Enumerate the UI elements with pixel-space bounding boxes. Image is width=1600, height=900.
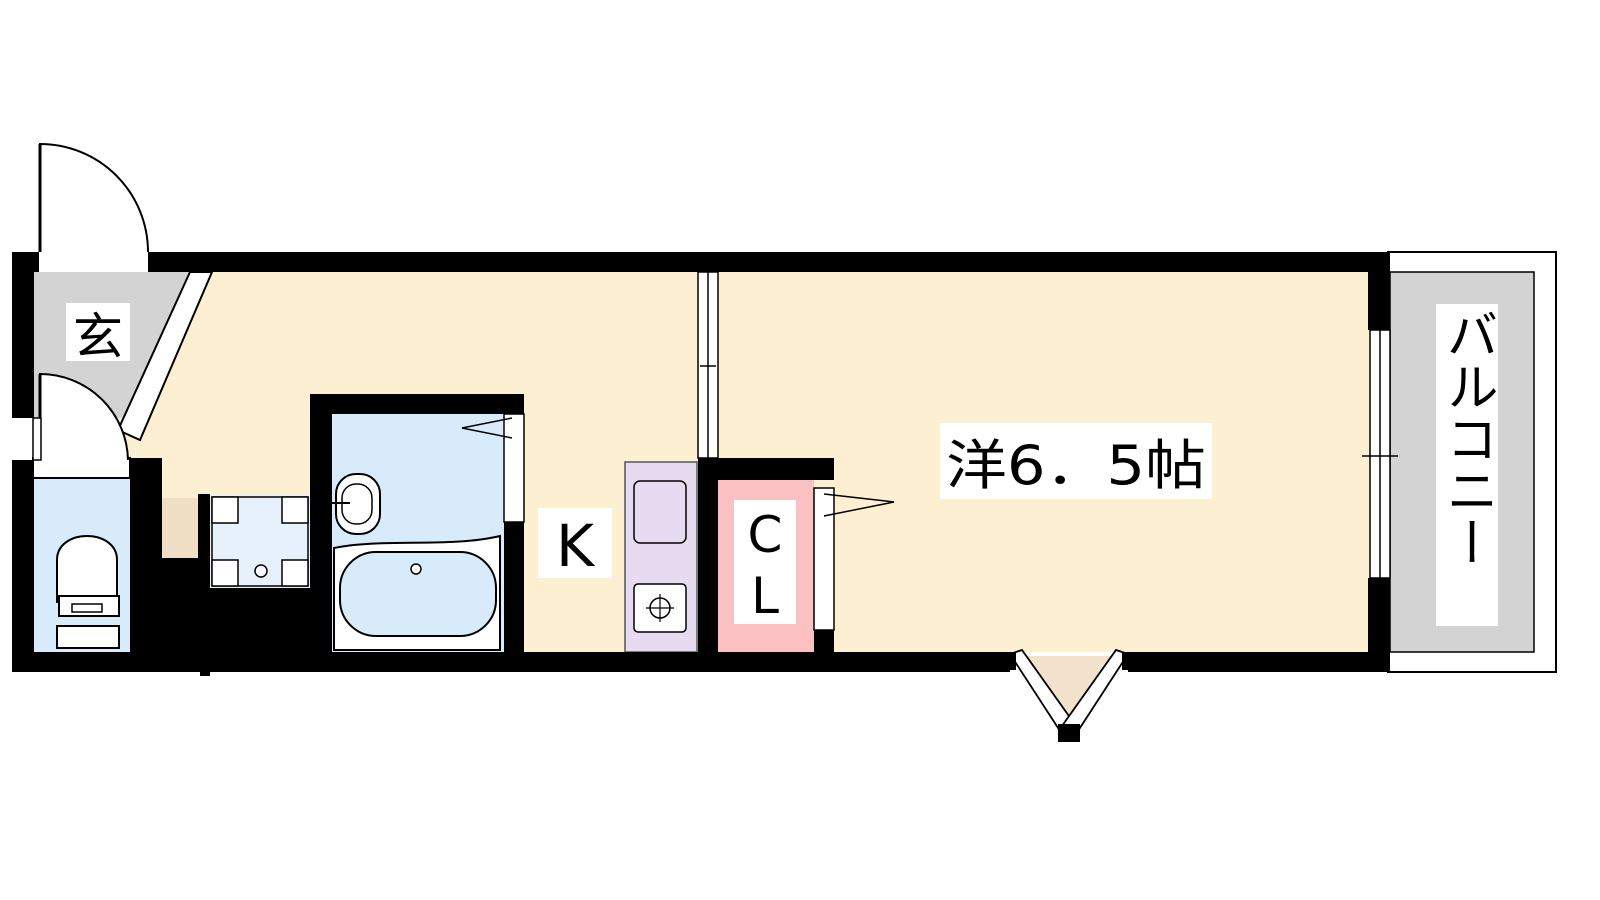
toilet-top-sill: [32, 457, 131, 479]
washer-drain-icon: [254, 564, 268, 578]
entrance-door-swing: [39, 142, 149, 253]
sink-icon: [633, 480, 687, 544]
toilet-bowl-icon: [56, 535, 118, 603]
bathtub-icon: [339, 551, 497, 637]
wall-bottom-right: [1128, 652, 1390, 672]
closet-door-icon: [823, 493, 895, 517]
bathroom-door-frame: [503, 413, 525, 523]
wall-right-upper: [1368, 252, 1390, 330]
closet-label-bg: [734, 500, 796, 624]
kitchen-label-bg: [538, 508, 612, 578]
bathroom-wall-right: [504, 522, 524, 672]
balcony-label: バルコニー: [1437, 308, 1497, 568]
bathroom-door-icon: [461, 417, 513, 439]
bay-window-tip: [1058, 724, 1080, 742]
closet-wall-top: [698, 458, 834, 480]
bathroom-wall-left: [310, 394, 332, 594]
kitchen-label: K: [556, 512, 596, 580]
toilet-wall-right: [130, 458, 162, 672]
wall-block-washroom: [198, 588, 332, 672]
closet-label-bottom: L: [751, 567, 779, 625]
closet-wall-left: [698, 458, 718, 672]
toilet-frame-strip: [32, 417, 42, 461]
bathtub-drain-icon: [410, 563, 422, 575]
bathroom-wall-top: [310, 394, 524, 414]
toilet-door-swing: [39, 372, 129, 461]
toilet-tank-icon: [56, 625, 120, 649]
entrance-label: 玄: [73, 308, 123, 366]
entrance-label-bg: [66, 303, 130, 361]
washer-corner-tl: [211, 496, 239, 524]
closet-label-top: C: [748, 506, 783, 564]
storage-niche: [162, 498, 198, 558]
western-room-label: 洋6．5帖: [946, 434, 1206, 497]
entrance-partition: [116, 271, 214, 442]
bay-window-post-left: [1002, 652, 1016, 670]
bottom-wall-tick: [200, 668, 210, 676]
western-room-label-bg: [940, 423, 1212, 499]
wall-left-upper: [12, 252, 34, 418]
wall-post-storage: [198, 494, 210, 588]
washer-corner-bl: [211, 559, 239, 587]
wall-top: [148, 252, 1390, 272]
closet-wall-right-lower: [814, 630, 834, 672]
closet-door-frame: [813, 487, 835, 631]
wall-right-lower: [1368, 578, 1390, 672]
washer-corner-tr: [281, 496, 309, 524]
toilet-tank-lid-icon: [71, 603, 103, 613]
bay-window-post-right: [1122, 652, 1136, 670]
balcony-label-bg: [1436, 304, 1498, 626]
wall-left-lower: [12, 460, 34, 672]
washer-corner-br: [281, 559, 309, 587]
